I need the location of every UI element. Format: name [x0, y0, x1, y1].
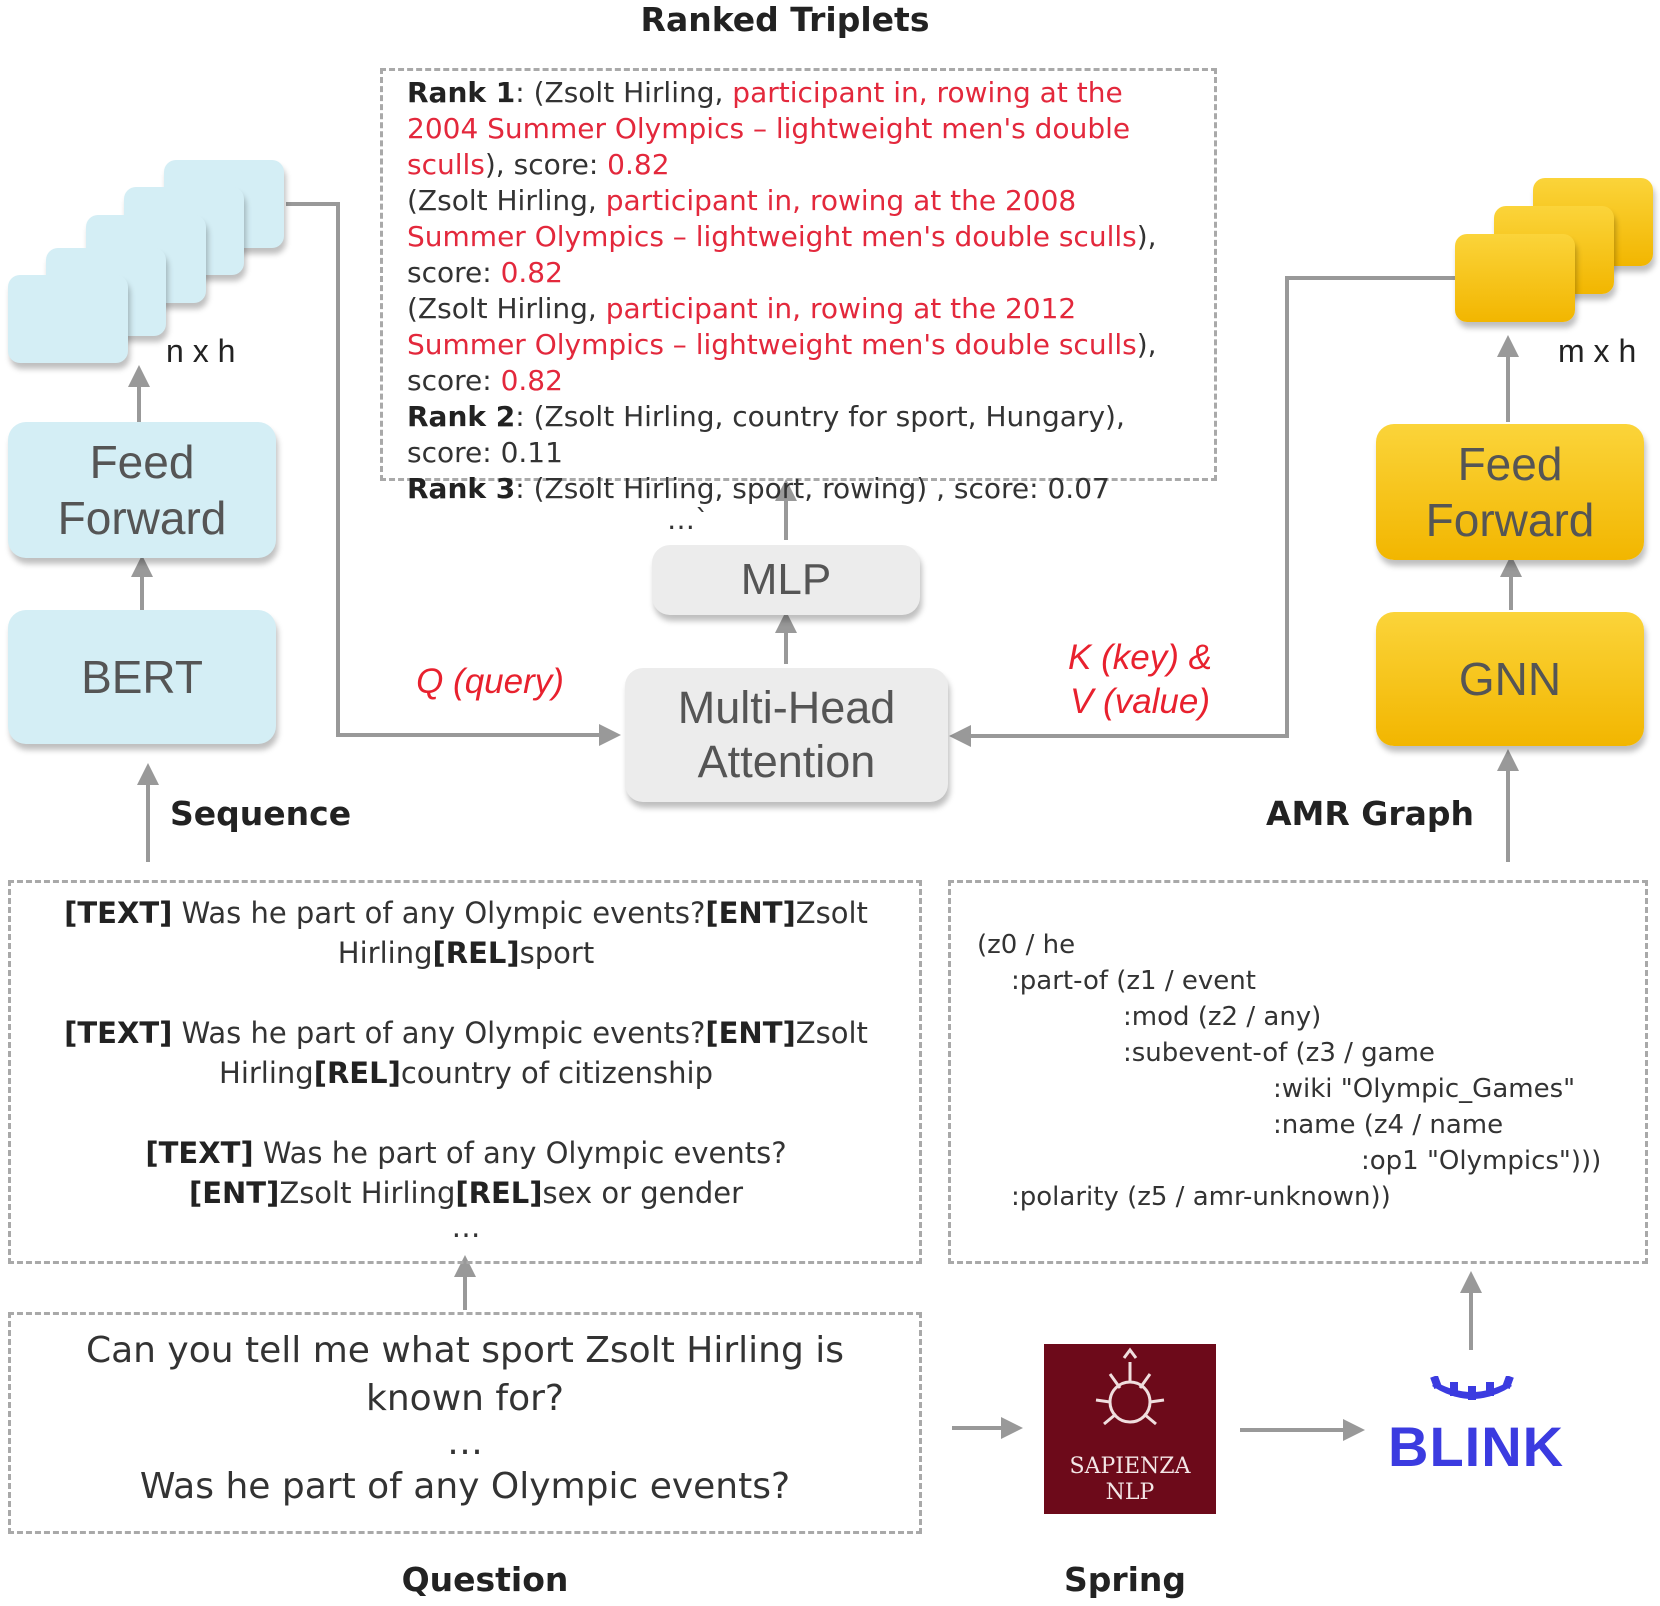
gnn-encoder: GNN [1376, 612, 1644, 746]
eye-lash-icon [1430, 1376, 1514, 1400]
rank-1-label: Rank 1 [407, 76, 516, 109]
amr-line: :name (z4 / name [1273, 1110, 1504, 1140]
embedding-tile [8, 275, 128, 363]
amr-graph-box: (z0 / he :part-of (z1 / event :mod (z2 /… [948, 880, 1648, 1264]
ranked-triplets-text: Rank 1: (Zsolt Hirling, participant in, … [407, 75, 1197, 536]
key-value-label: K (key) &V (value) [1068, 638, 1212, 721]
amr-line: :mod (z2 / any) [1123, 1002, 1322, 1032]
amr-line: :polarity (z5 / amr-unknown)) [1011, 1182, 1391, 1212]
right-dim-label: m x h [1558, 333, 1637, 369]
rank-1-entry-3: (Zsolt Hirling, participant in, rowing a… [407, 292, 1157, 397]
amr-line: (z0 / he [977, 930, 1076, 960]
amr-line: :op1 "Olympics"))) [1361, 1146, 1602, 1176]
rank-1-entry-2: (Zsolt Hirling, participant in, rowing a… [407, 184, 1157, 289]
sequence-title: Sequence [170, 794, 352, 833]
arrow-key-value [949, 276, 1455, 747]
mlp-block: MLP [652, 545, 920, 615]
question-text: Can you tell me what sport Zsolt Hirling… [85, 1330, 845, 1507]
amr-line: :part-of (z1 / event [1011, 966, 1256, 996]
amr-graph-title: AMR Graph [1266, 794, 1475, 833]
graph-embedding-tile [1455, 234, 1575, 322]
question-title: Question [401, 1560, 569, 1599]
rank-1-entry: Rank 1: (Zsolt Hirling, participant in, … [407, 76, 1131, 181]
blink-logo: BLINK [1388, 1376, 1563, 1486]
sequence-item-3: [TEXT] Was he part of any Olympic events… [145, 1136, 787, 1170]
amr-line: :subevent-of (z3 / game [1123, 1038, 1435, 1068]
sequence-item-2: [TEXT] Was he part of any Olympic events… [64, 1016, 868, 1050]
rank-2-entry: Rank 2: (Zsolt Hirling, country for spor… [407, 400, 1125, 469]
rank-3-entry: Rank 3: (Zsolt Hirling, sport, rowing) ,… [407, 472, 1110, 505]
query-label: Q (query) [416, 662, 564, 701]
arrow-query [286, 202, 621, 746]
amr-line: :wiki "Olympic_Games" [1273, 1074, 1576, 1104]
sapienza-emblem-icon [1095, 1347, 1165, 1426]
spring-title: Spring [1063, 1560, 1187, 1599]
sequence-box: [TEXT] Was he part of any Olympic events… [8, 880, 922, 1264]
sapienza-nlp-logo: SAPIENZA NLP [1044, 1344, 1216, 1514]
question-box: Can you tell me what sport Zsolt Hirling… [8, 1312, 922, 1534]
ranked-triplets-box: Rank 1: (Zsolt Hirling, participant in, … [380, 68, 1217, 534]
sequence-text: [TEXT] Was he part of any Olympic events… [31, 893, 901, 1242]
ranked-ellipsis: …` [667, 503, 709, 536]
ranked-triplets-title: Ranked Triplets [640, 0, 930, 39]
bert-encoder: BERT [8, 610, 276, 744]
sequence-item-1: [TEXT] Was he part of any Olympic events… [64, 896, 868, 930]
left-dim-label: n x h [166, 333, 236, 369]
